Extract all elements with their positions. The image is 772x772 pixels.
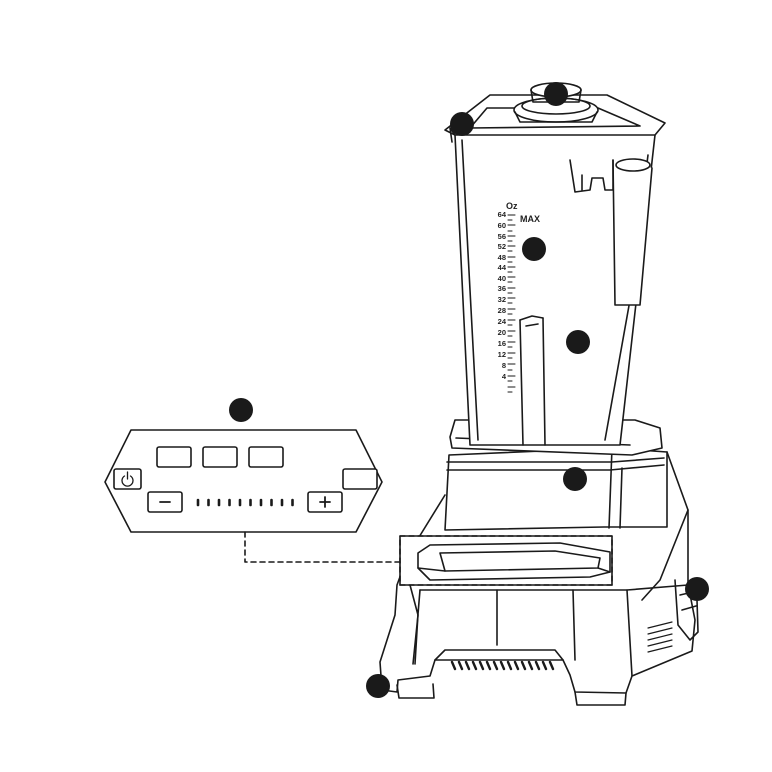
scale-mark: 16 — [498, 339, 506, 348]
scale-mark: 60 — [498, 221, 506, 230]
preset-button-3[interactable] — [249, 447, 283, 467]
scale-max: MAX — [520, 214, 540, 224]
scale-mark: 36 — [498, 284, 506, 293]
scale-mark: 48 — [498, 253, 506, 262]
scale-mark: 12 — [498, 350, 506, 359]
preset-button-1[interactable] — [157, 447, 191, 467]
callout-measurement-scale — [522, 237, 546, 261]
scale-mark: 56 — [498, 232, 506, 241]
scale-mark: 44 — [498, 263, 507, 272]
callout-cord-storage — [685, 577, 709, 601]
pulse-button[interactable] — [343, 469, 377, 489]
scale-mark: 20 — [498, 328, 506, 337]
scale-mark: 8 — [502, 361, 506, 370]
callout-jar — [566, 330, 590, 354]
scale-mark: 52 — [498, 242, 506, 251]
scale-mark: 32 — [498, 295, 506, 304]
callout-suction-feet — [366, 674, 390, 698]
base-vents — [452, 662, 553, 669]
callout-lid-plug — [544, 82, 568, 106]
scale-mark: 40 — [498, 274, 506, 283]
side-vents — [648, 622, 672, 652]
callout-panel — [229, 398, 253, 422]
scale-mark: 64 — [498, 210, 507, 219]
control-panel — [105, 430, 382, 532]
callout-lid — [450, 112, 474, 136]
scale-mark: 28 — [498, 306, 506, 315]
scale-unit: Oz — [506, 201, 518, 211]
blender-jar — [450, 135, 662, 455]
scale-mark: 24 — [498, 317, 507, 326]
callout-jar-base — [563, 467, 587, 491]
preset-button-2[interactable] — [203, 447, 237, 467]
